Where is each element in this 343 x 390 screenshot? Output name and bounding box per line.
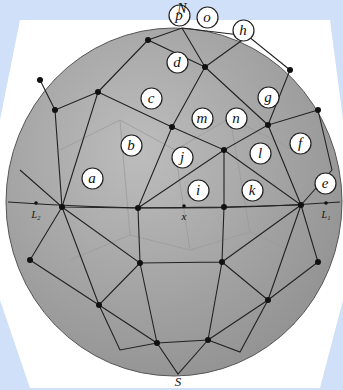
region-letter: i xyxy=(187,179,210,202)
letter-circle: g xyxy=(257,86,280,109)
letter-circle: j xyxy=(171,146,194,169)
letter-circle: o xyxy=(196,6,219,29)
point-label: L₁ xyxy=(321,209,330,220)
hidden-edges xyxy=(60,118,300,260)
backdrop xyxy=(0,20,343,388)
point-label: x xyxy=(182,210,187,222)
region-letter: k xyxy=(241,179,264,202)
letter-circle: e xyxy=(314,172,337,195)
letter-circle: k xyxy=(241,179,264,202)
point-label: N xyxy=(177,1,186,17)
letter-circle: h xyxy=(232,19,255,42)
region-letter: j xyxy=(171,146,194,169)
letter-circle: n xyxy=(225,107,248,130)
point-label: L₂ xyxy=(31,209,40,220)
letter-circle: f xyxy=(289,132,312,155)
point-label: S xyxy=(175,374,182,390)
region-letter: e xyxy=(314,172,337,195)
region-letter: a xyxy=(81,167,104,190)
region-letter: f xyxy=(289,132,312,155)
letter-circle: l xyxy=(249,142,272,165)
sphere xyxy=(6,28,342,376)
region-letter: n xyxy=(225,107,248,130)
letter-circle: b xyxy=(120,134,143,157)
region-letter: h xyxy=(232,19,255,42)
letter-circle: m xyxy=(191,107,214,130)
visible-edges xyxy=(8,28,340,374)
letter-circle: c xyxy=(140,87,163,110)
region-letter: c xyxy=(140,87,163,110)
region-letter: g xyxy=(257,86,280,109)
letter-circle: d xyxy=(166,51,189,74)
region-letter: o xyxy=(196,6,219,29)
letter-circle: i xyxy=(187,179,210,202)
vertex-dots xyxy=(27,33,328,346)
region-letter: m xyxy=(191,107,214,130)
region-letter: b xyxy=(120,134,143,157)
region-letter: d xyxy=(166,51,189,74)
letter-circle: a xyxy=(81,167,104,190)
region-letter: l xyxy=(249,142,272,165)
